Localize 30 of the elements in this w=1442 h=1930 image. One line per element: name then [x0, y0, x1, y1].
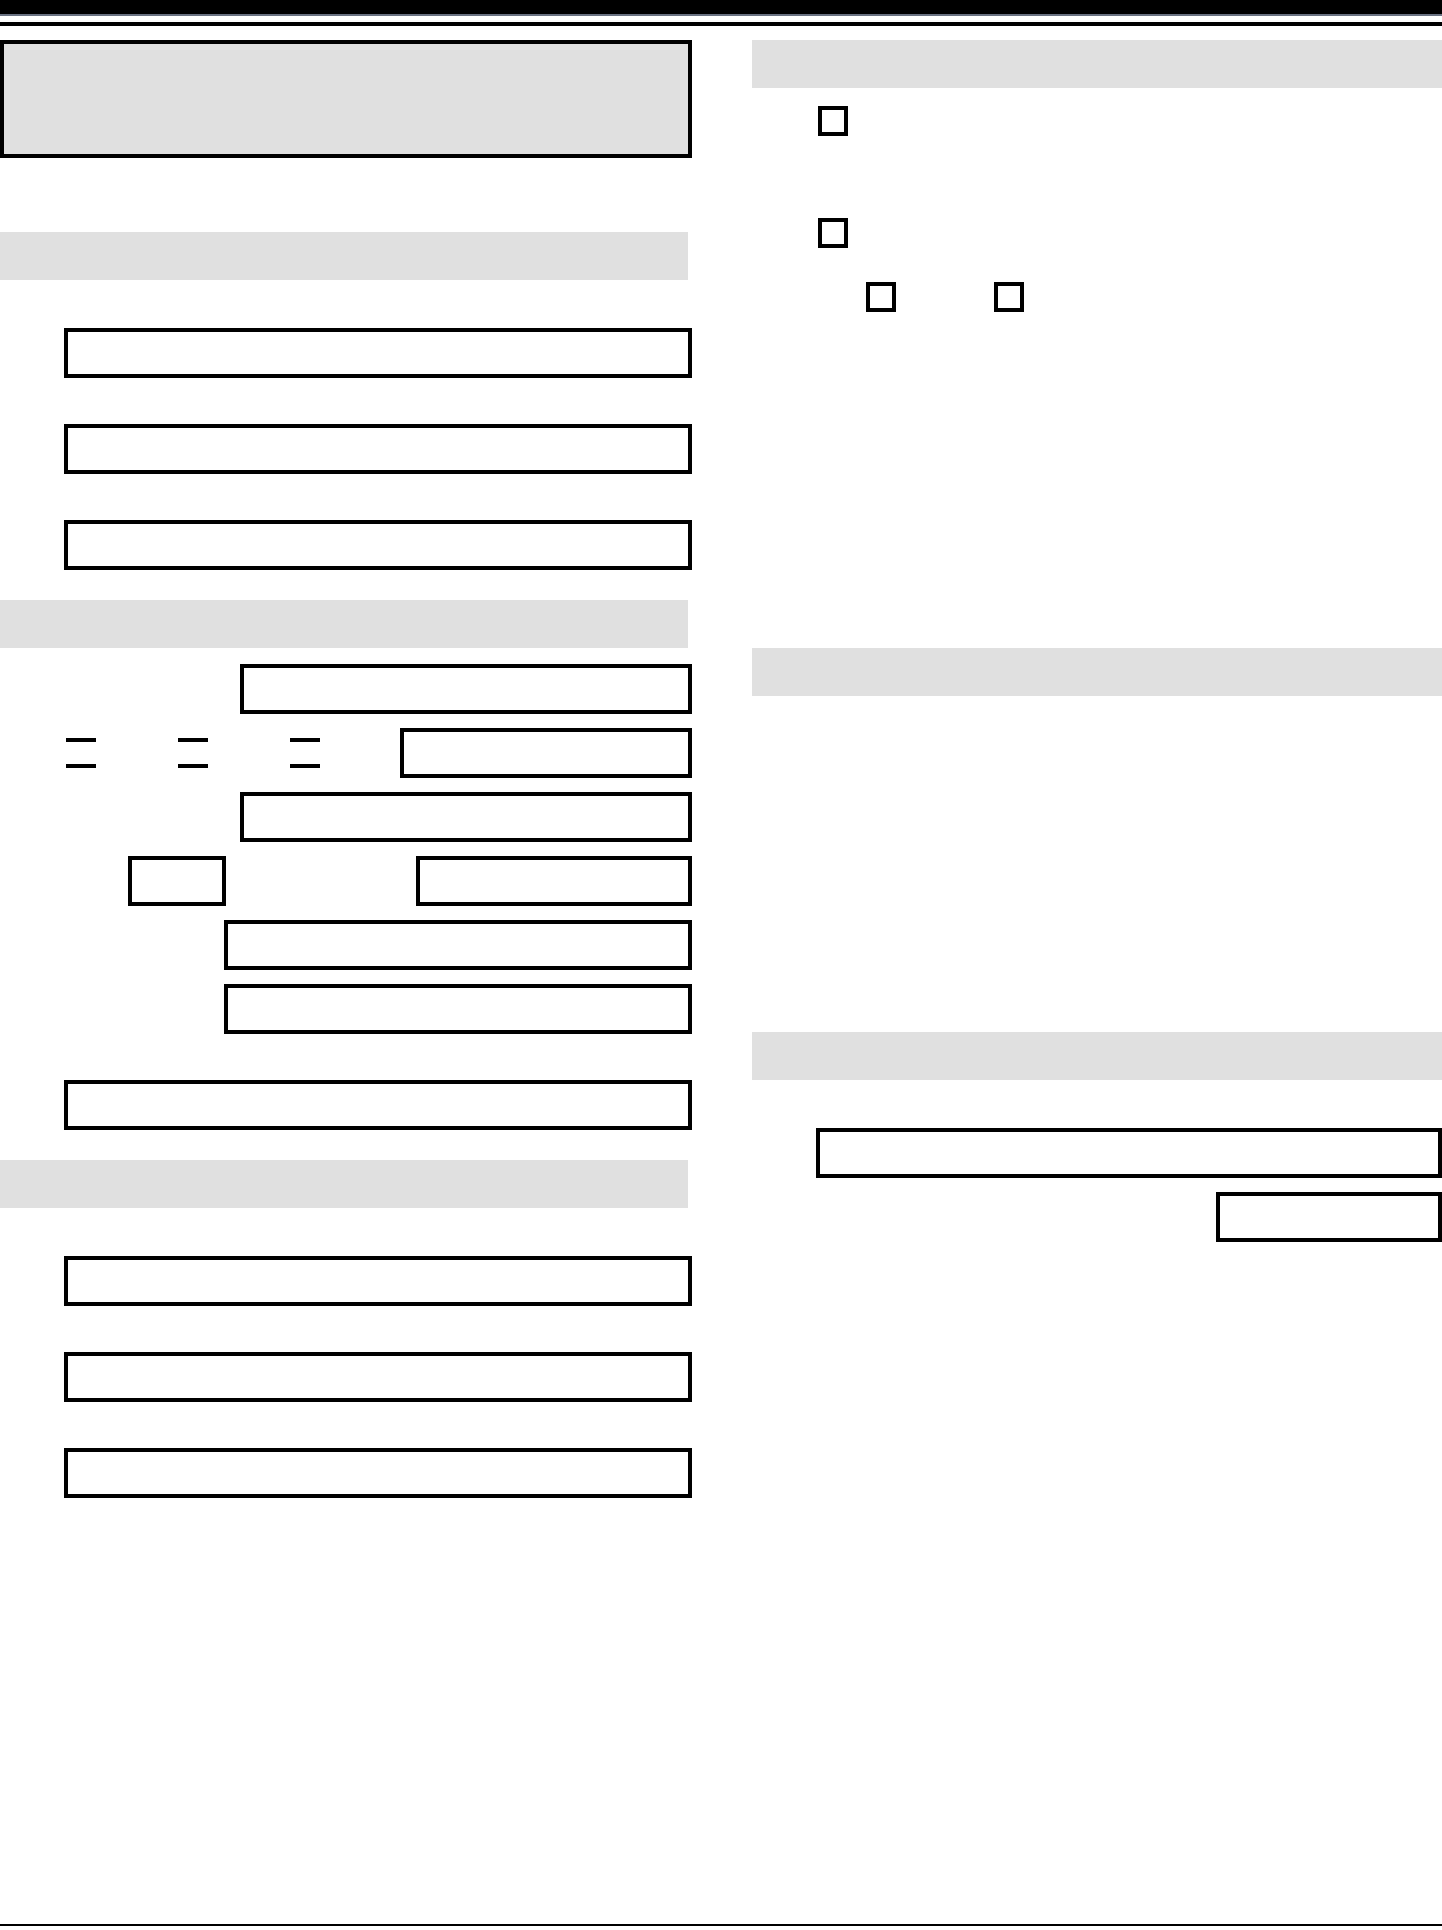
input-field [128, 856, 226, 906]
input-field [64, 520, 692, 570]
checkbox [818, 106, 848, 136]
checkbox [994, 282, 1024, 312]
input-field [240, 792, 692, 842]
input-field [400, 728, 692, 778]
input-field [416, 856, 692, 906]
input-field [224, 984, 692, 1034]
input-field [816, 1128, 1442, 1178]
input-field [64, 328, 692, 378]
fill-in-line [290, 738, 320, 768]
section-header-band [752, 40, 1442, 88]
input-field [64, 424, 692, 474]
input-field [64, 1448, 692, 1498]
section-header-band [752, 1032, 1442, 1080]
section-header-band [0, 232, 688, 280]
checkbox [866, 282, 896, 312]
input-field [64, 1256, 692, 1306]
section-header-band [0, 600, 688, 648]
fill-in-line [66, 738, 96, 768]
input-field [224, 920, 692, 970]
input-field [64, 1080, 692, 1130]
title-panel [0, 40, 692, 158]
checkbox [818, 218, 848, 248]
input-field [64, 1352, 692, 1402]
input-field [240, 664, 692, 714]
section-header-band [0, 1160, 688, 1208]
section-header-band [752, 648, 1442, 696]
fill-in-line [178, 738, 208, 768]
input-field [1216, 1192, 1442, 1242]
